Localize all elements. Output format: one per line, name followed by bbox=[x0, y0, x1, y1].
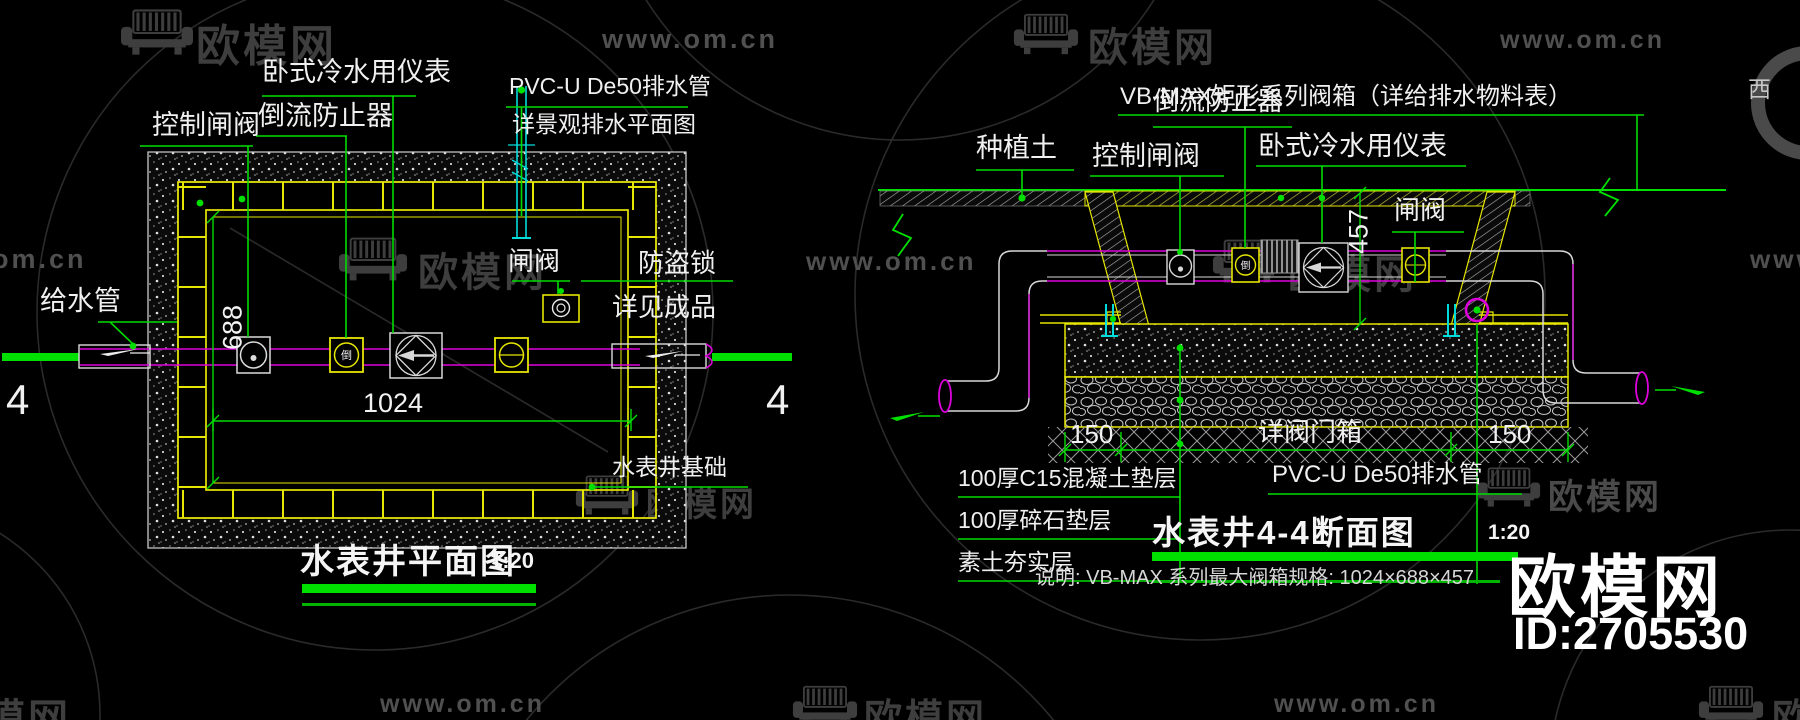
section-label-soil: 种植土 bbox=[976, 133, 1057, 163]
plan-label-lock: 防盗锁 bbox=[638, 248, 717, 278]
section-view: 倒 bbox=[878, 114, 1726, 584]
plan-label-drain-ref: 详景观排水平面图 bbox=[512, 111, 696, 137]
url-watermark: www.om.cn bbox=[806, 246, 977, 276]
section-backflow-preventer-symbol: 倒 bbox=[1231, 247, 1260, 283]
section-title: 水表井4-4断面图 bbox=[1152, 514, 1416, 551]
section-title-underline bbox=[1152, 552, 1518, 561]
break-mark bbox=[891, 213, 913, 257]
plan-label-backflow: 倒流防止器 bbox=[258, 101, 393, 131]
plan-drain-pipe bbox=[508, 86, 535, 239]
anchor-pins bbox=[1101, 304, 1460, 337]
brand-watermark: 欧模网 bbox=[418, 251, 547, 295]
plan-view: 倒 bbox=[2, 86, 792, 606]
box-lid-hatch bbox=[1084, 190, 1516, 207]
section-mark-left: 4 bbox=[6, 376, 30, 423]
compacted-soil-layer bbox=[1048, 427, 1588, 463]
pipe-elbow-left bbox=[947, 250, 1047, 412]
plan-dimension-lines bbox=[206, 210, 638, 490]
url-watermark: www.om.cn bbox=[602, 24, 779, 54]
brand-watermark: 欧模网 bbox=[864, 698, 988, 720]
section-label-layer-concrete: 100厚C15混凝土垫层 bbox=[958, 465, 1177, 491]
plan-backflow-preventer-symbol: 倒 bbox=[329, 337, 364, 373]
url-watermark-partial: om.cn bbox=[0, 244, 87, 274]
box-wall-left bbox=[1084, 191, 1150, 327]
section-label-control-valve: 控制闸阀 bbox=[1092, 141, 1200, 171]
section-dim-right: 150 bbox=[1488, 419, 1532, 449]
break-mark bbox=[1598, 177, 1620, 217]
plan-dim-depth: 688 bbox=[217, 304, 248, 351]
plan-label-control-valve: 控制闸阀 bbox=[152, 110, 260, 140]
section-mark-right: 4 bbox=[766, 376, 790, 423]
brand-watermark-partial: 欧模网 bbox=[0, 697, 71, 720]
flexible-connector-symbol bbox=[1260, 239, 1299, 274]
brand-watermark: 欧模网 bbox=[1088, 26, 1217, 70]
brand-watermark-partial: 欧模网 bbox=[1772, 698, 1800, 720]
gravel-layer bbox=[1064, 376, 1569, 428]
plan-control-valve-symbol bbox=[236, 336, 271, 374]
plan-leader-dots bbox=[129, 86, 596, 491]
section-leaders bbox=[958, 114, 1644, 584]
plan-label-drain-pipe: PVC-U De50排水管 bbox=[509, 73, 711, 99]
plan-scale: 1:20 bbox=[490, 548, 535, 573]
section-control-valve-symbol bbox=[1166, 249, 1195, 285]
drain-pipe-section-symbol bbox=[1464, 297, 1490, 323]
section-label-box-ref: 详阀门箱 bbox=[1258, 417, 1363, 447]
plan-label-supply-pipe: 给水管 bbox=[40, 286, 121, 316]
plan-gate-valve-symbol bbox=[494, 337, 529, 373]
plan-dim-width: 1024 bbox=[363, 388, 424, 418]
section-label-backflow: 倒流防止器 bbox=[1153, 86, 1284, 116]
section-dim-height: 457 bbox=[1343, 208, 1374, 255]
flow-arrow-icon bbox=[890, 412, 924, 421]
section-water-meter-symbol bbox=[1298, 242, 1349, 293]
corner-char: 西 bbox=[1748, 76, 1771, 102]
section-note: 说明: VB-MAX 系列最大阀箱规格: 1024×688×457 bbox=[1035, 567, 1475, 589]
section-label-gate-valve: 闸阀 bbox=[1394, 195, 1447, 225]
section-label-layer-soil: 素土夯实层 bbox=[958, 549, 1073, 575]
brand-watermark: 欧模网 bbox=[196, 22, 337, 71]
plan-lock-symbol bbox=[542, 294, 580, 323]
url-watermark: www.om.cn bbox=[380, 690, 545, 718]
concrete-layer bbox=[1064, 323, 1569, 378]
section-label-meter: 卧式冷水用仪表 bbox=[1258, 131, 1447, 161]
plan-label-gate-valve: 闸阀 bbox=[508, 246, 561, 276]
plan-label-foundation: 水表井基础 bbox=[612, 454, 727, 480]
plan-leaders bbox=[98, 95, 748, 488]
ring-watermark bbox=[1751, 46, 1800, 160]
box-wall-right bbox=[1450, 191, 1516, 327]
plan-water-meter-symbol bbox=[389, 332, 443, 379]
plan-title-underline bbox=[302, 584, 536, 593]
section-label-layer-gravel: 100厚碎石垫层 bbox=[958, 507, 1112, 533]
section-label-valve-box: VB-MAX矩形系列阀箱（详给排水物料表） bbox=[1120, 83, 1573, 110]
section-scale: 1:20 bbox=[1488, 521, 1531, 544]
section-dimension-lines bbox=[1058, 186, 1575, 462]
flow-arrow-icon bbox=[1671, 386, 1705, 395]
section-label-drain-pipe: PVC-U De50排水管 bbox=[1272, 461, 1483, 488]
section-dim-left: 150 bbox=[1070, 419, 1114, 449]
url-watermark-partial: www. bbox=[1750, 244, 1800, 274]
url-watermark: www.om.cn bbox=[1274, 690, 1439, 718]
section-leader-dots bbox=[1018, 194, 1481, 448]
brand-watermark: 欧模网 bbox=[1548, 478, 1663, 517]
plan-label-meter: 卧式冷水用仪表 bbox=[262, 57, 451, 87]
url-watermark: www.om.cn bbox=[1500, 26, 1665, 54]
svg-text:倒: 倒 bbox=[341, 349, 352, 362]
plan-label-lock-ref: 详见成品 bbox=[612, 292, 717, 322]
big-brand-watermark: 欧模网 bbox=[1508, 550, 1725, 626]
plan-title: 水表井平面图 bbox=[300, 543, 516, 581]
flow-arrow-icon bbox=[645, 351, 683, 358]
flow-arrow-icon bbox=[100, 349, 138, 356]
big-id-watermark: ID:2705530 bbox=[1513, 608, 1749, 659]
svg-text:倒: 倒 bbox=[1241, 260, 1251, 272]
